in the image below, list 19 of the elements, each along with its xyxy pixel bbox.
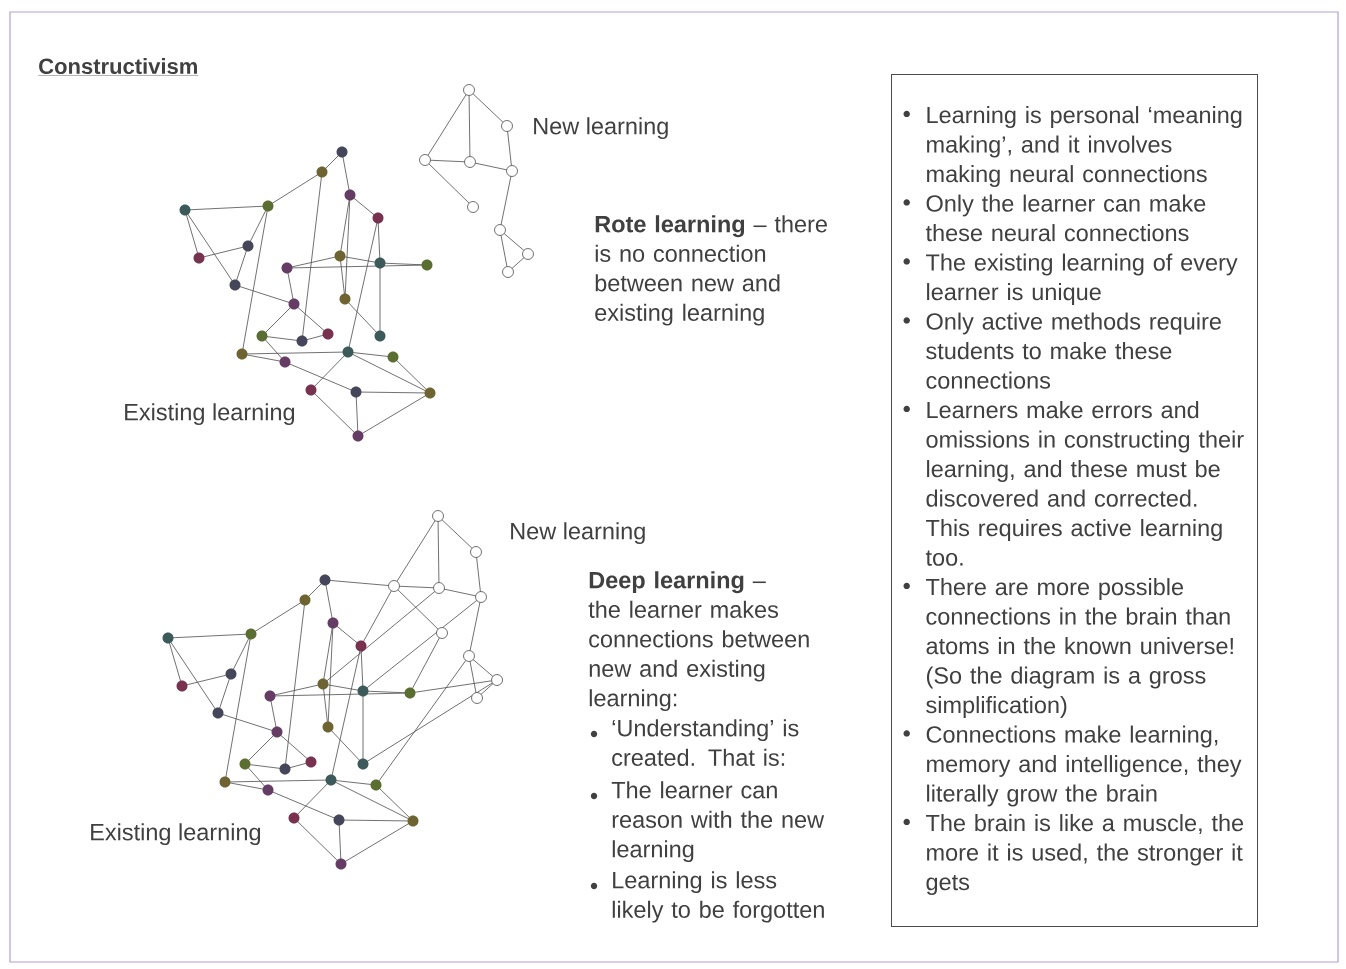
title: Constructivism — [38, 57, 199, 76]
bullet-item: Only the learner can make these neural connections — [903, 194, 1206, 242]
text-label: New learning — [511, 522, 645, 545]
text-label: Existing learning — [125, 403, 295, 426]
text-label: New learning — [534, 117, 668, 140]
bullet-item: Learning is personal ‘meaning making’, and it involves making neural connections — [903, 106, 1242, 187]
description-text: Deep learning – the learner makes connections between new and existing learning: — [588, 571, 809, 712]
bullet-item: ‘Understanding’ is created. That is: — [590, 719, 799, 766]
text-box — [891, 74, 1258, 927]
bullet-item: The existing learning of every learner is unique — [903, 253, 1238, 305]
bullet-item: There are more possible connections in the brain than atoms in the known universe! (So the diagram is a gross simplification) — [903, 578, 1233, 718]
bullet-item: Learning is less likely to be forgotten — [590, 871, 824, 923]
bullet-item: The learner can reason with the new learning — [590, 781, 825, 863]
text-label: Existing learning — [91, 823, 261, 846]
description-text: Rote learning – there is no connection between new and existing learning — [595, 215, 827, 326]
bullet-item: Connections make learning, memory and intelligence, they literally grow the brain — [903, 725, 1242, 807]
bullet-item: Only active methods require students to make these connections — [903, 312, 1221, 389]
bullet-item: The brain is like a muscle, the more it is used, the stronger it gets — [903, 814, 1244, 895]
bullet-item: Learners make errors and omissions in constructing their learning, and these must be discovered and corrected. This requires active learning too. — [903, 401, 1244, 566]
